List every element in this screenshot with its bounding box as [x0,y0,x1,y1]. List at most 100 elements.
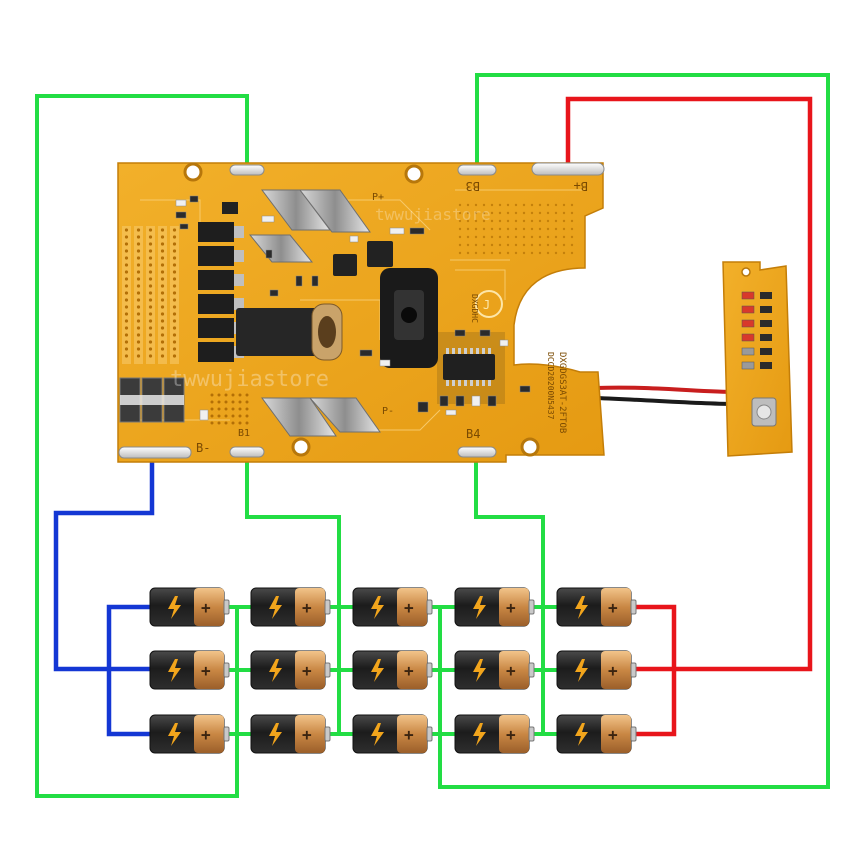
via [124,242,129,246]
cell-cap [295,715,325,753]
via [562,243,566,247]
mosfet [198,318,234,338]
led-indicator [741,319,755,328]
smd-part [439,395,449,407]
wire-layer [35,73,830,798]
via [490,203,494,207]
smd-part [445,409,457,416]
ic-pin [446,380,449,386]
via [160,242,165,246]
signal-wire-red [593,385,739,395]
via [124,305,129,309]
via [124,326,129,330]
via [231,400,235,404]
via [148,305,153,309]
via [160,305,165,309]
mosfet-tab [234,250,244,262]
via [245,407,249,411]
via [124,284,129,288]
via [124,291,129,295]
via [466,235,470,239]
via [124,249,129,253]
via [148,242,153,246]
via [498,243,502,247]
cell-plus-symbol: + [201,661,211,680]
via [136,340,141,344]
battery-cell: + [149,714,230,754]
via [160,340,165,344]
via [172,249,177,253]
cell-terminal [223,726,230,742]
via [570,227,574,231]
via [136,298,141,302]
via [514,251,518,255]
ic-pin [488,348,491,354]
via [136,326,141,330]
via [538,211,542,215]
via [482,227,486,231]
via [530,243,534,247]
watermark-top: twwujiastore [375,205,491,224]
via-strip [170,226,179,364]
mosfet [198,294,234,314]
via [238,421,242,425]
via [482,203,486,207]
cell-cap [295,588,325,626]
via [506,219,510,223]
via [160,333,165,337]
cell-cap [194,715,224,753]
via [172,291,177,295]
via [124,354,129,358]
via [530,203,534,207]
via [466,227,470,231]
via [490,235,494,239]
via [160,298,165,302]
via [172,319,177,323]
via [514,243,518,247]
via [160,319,165,323]
smd-part [455,395,465,407]
via [522,211,526,215]
ic-pin [476,380,479,386]
led-indicator [741,347,755,356]
cell-plus-symbol: + [302,661,312,680]
via [498,227,502,231]
solder-pads [118,162,605,459]
cell-terminal [630,726,637,742]
via [506,235,510,239]
lightning-bolt-icon [371,659,384,682]
via [148,277,153,281]
via [490,227,494,231]
cell-plus-symbol: + [302,725,312,744]
lightning-bolt-icon [371,596,384,619]
bms-board: J B3 B+ B4 B- B1 P+ P- DXGDGS3AT-2FTOB D… [117,162,605,463]
via [124,263,129,267]
lightning-bolt-icon [575,659,588,682]
ic-pin [470,380,473,386]
indicator-board [722,261,793,457]
via [538,219,542,223]
battery-cell: + [352,714,433,754]
via [160,284,165,288]
signal-wire-black [593,395,739,407]
via [546,243,550,247]
cell-cap [194,651,224,689]
via [458,219,462,223]
battery-cell: + [556,714,637,754]
via [124,298,129,302]
push-button-icon[interactable] [756,404,772,420]
label-b4: B4 [466,427,480,441]
via [172,347,177,351]
cell-cap [397,715,427,753]
via [245,421,249,425]
ic-pin [458,380,461,386]
via [224,407,228,411]
cell-terminal [528,599,535,615]
via [530,235,534,239]
via [562,251,566,255]
via [160,277,165,281]
label-serial: DCCD20200N5437 [546,352,555,420]
via [136,319,141,323]
positive-wire [565,96,813,672]
via [506,211,510,215]
